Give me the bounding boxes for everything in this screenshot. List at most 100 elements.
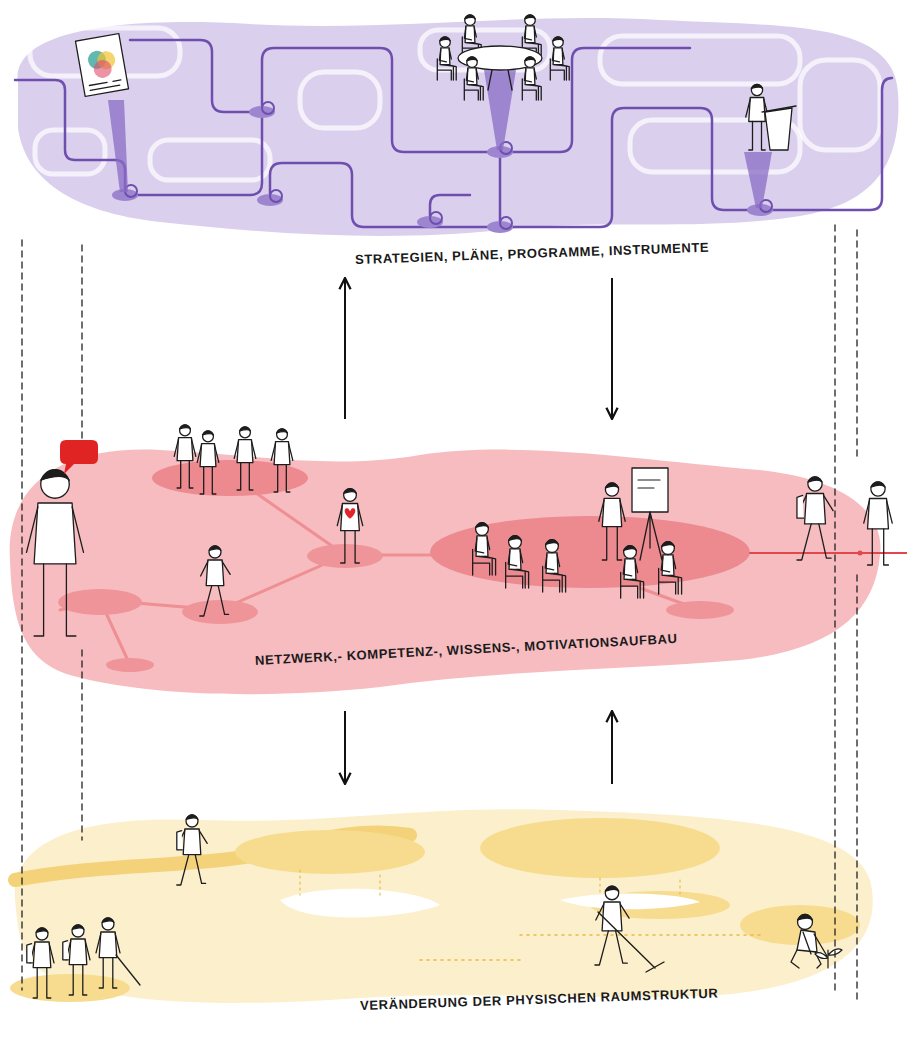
figure-head xyxy=(36,928,48,940)
meeting-spot xyxy=(430,516,750,588)
figure-hair xyxy=(798,915,813,921)
figure-head xyxy=(180,425,191,436)
figure-legs xyxy=(478,556,496,575)
figure-body xyxy=(69,939,87,965)
figure-body xyxy=(797,930,817,952)
figure-hair xyxy=(624,546,637,551)
flow-arrow xyxy=(344,711,346,784)
figure-arms xyxy=(466,69,478,82)
figure-body xyxy=(341,504,360,531)
figure-head xyxy=(546,540,559,553)
band-fill xyxy=(18,18,899,236)
meeting-spot xyxy=(182,600,258,624)
figure-hair xyxy=(525,57,536,61)
dashed-guide xyxy=(856,230,857,460)
figure-legs xyxy=(602,527,621,560)
figure-head xyxy=(605,483,618,496)
figure-arms xyxy=(96,934,120,953)
figure-arms xyxy=(30,944,54,963)
meeting-spot xyxy=(666,601,734,619)
person-figure xyxy=(271,429,293,492)
flipchart-text-line xyxy=(638,480,660,488)
band-shape xyxy=(0,8,907,248)
figure-head xyxy=(605,886,619,900)
heart-symbol xyxy=(345,508,356,518)
figure-body xyxy=(99,932,117,958)
figure-body xyxy=(509,549,521,569)
dashed-guide xyxy=(81,650,82,840)
figure-hair xyxy=(525,15,536,19)
person-figure xyxy=(234,427,256,490)
figure-head xyxy=(525,57,536,67)
figure-body xyxy=(34,503,76,564)
figure-arms xyxy=(661,557,675,572)
figure-arms xyxy=(552,49,564,62)
figure-arms xyxy=(66,941,90,960)
figure-hair xyxy=(277,429,288,433)
figure-arms xyxy=(524,27,536,40)
figure-hair xyxy=(662,542,675,547)
figure-arms xyxy=(271,443,293,460)
figure-hair xyxy=(203,431,214,435)
figure-head xyxy=(72,925,84,937)
figure-head xyxy=(871,482,885,496)
flow-arrow xyxy=(611,711,613,784)
figure-body xyxy=(546,553,558,573)
figure-legs xyxy=(274,465,290,492)
figure-body xyxy=(749,98,766,122)
figure-head xyxy=(102,918,114,930)
band-label: STRATEGIEN, PLÄNE, PROGRAMME, INSTRUMENT… xyxy=(355,240,710,268)
band-fill xyxy=(10,450,881,695)
figure-body xyxy=(624,559,636,579)
band-label: VERÄNDERUNG DER PHYSISCHEN RAUMSTRUKTUR xyxy=(360,985,719,1014)
figure-arms xyxy=(337,505,363,525)
figure-body xyxy=(33,942,51,968)
figure-hair xyxy=(186,815,198,819)
figure-head xyxy=(467,57,478,67)
figure-hair xyxy=(467,57,478,61)
figure-arms xyxy=(545,555,559,570)
band-shape xyxy=(0,425,907,705)
meeting-spot xyxy=(152,460,308,496)
document-sheet xyxy=(75,34,128,97)
figure-legs xyxy=(177,461,193,488)
figure-head xyxy=(624,546,637,559)
meeting-spot xyxy=(106,658,154,672)
document-text-line xyxy=(89,80,121,90)
figure-body xyxy=(206,560,224,586)
band-label: NETZWERK,- KOMPETENZ-, WISSENS-, MOTIVAT… xyxy=(255,631,678,669)
round-table xyxy=(458,46,542,70)
figure-body xyxy=(662,555,674,575)
dashed-guide xyxy=(81,245,82,438)
figure-hair xyxy=(509,536,522,541)
flow-arrow xyxy=(344,278,346,419)
layer-band: VERÄNDERUNG DER PHYSISCHEN RAUMSTRUKTUR xyxy=(0,790,907,1018)
link-dot xyxy=(858,551,863,556)
figure-head xyxy=(525,15,536,26)
flow-arrow xyxy=(611,278,613,419)
land-patch xyxy=(10,974,130,1002)
figure-arms xyxy=(197,445,219,462)
figure-arms xyxy=(508,551,522,566)
figure-body xyxy=(274,442,290,465)
figure-legs xyxy=(237,463,253,490)
figure-body xyxy=(177,438,193,461)
figure-hair xyxy=(808,477,822,482)
land-patch xyxy=(235,830,425,874)
lectern xyxy=(765,108,792,150)
figure-arms xyxy=(475,538,489,553)
figure-hair xyxy=(240,427,251,431)
figure-arms xyxy=(464,27,476,40)
figure-arms xyxy=(439,49,451,62)
figure-head xyxy=(440,37,451,48)
dashed-guide xyxy=(21,240,22,990)
figure-hair xyxy=(751,84,762,88)
flipchart xyxy=(632,468,668,512)
figure-head xyxy=(476,523,489,536)
figure-head xyxy=(240,427,251,438)
person-figure xyxy=(197,431,219,494)
figure-body xyxy=(476,536,488,556)
